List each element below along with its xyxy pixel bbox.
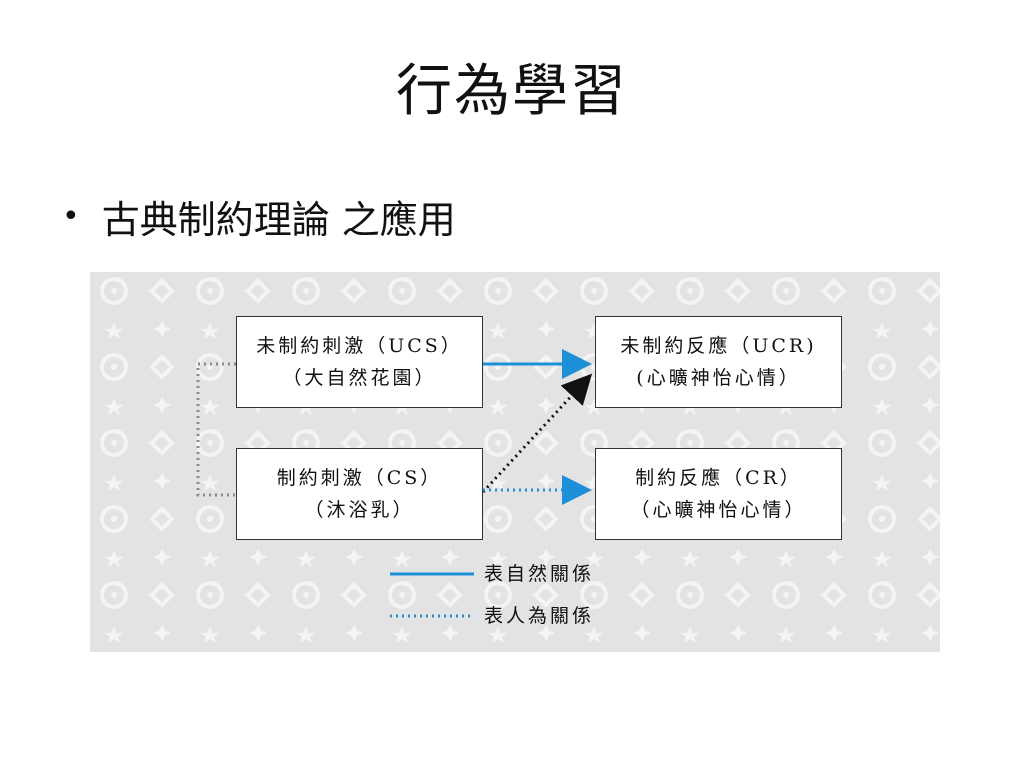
legend-natural-label: 表自然關係: [484, 563, 595, 585]
node-ucs-line2: （大自然花園）: [282, 367, 437, 389]
slide-title: 行為學習: [396, 59, 628, 124]
node-ucs-line1: 未制約刺激（UCS）: [256, 335, 463, 357]
node-ucr-line2: (心曠神怡心情）: [636, 367, 801, 389]
cs-to-ucr-arrow: [481, 373, 593, 494]
arrows-layer: [196, 349, 593, 618]
bullet-dot-icon: •: [62, 198, 80, 234]
node-cs: 制約刺激（CS） （沐浴乳）: [236, 448, 483, 540]
node-cr-line2: （心曠神怡心情）: [630, 499, 807, 521]
node-cs-line2: （沐浴乳）: [304, 499, 415, 521]
node-cs-line1: 制約刺激（CS）: [276, 467, 443, 489]
node-ucr-line1: 未制約反應（UCR): [620, 335, 817, 357]
node-ucs: 未制約刺激（UCS） （大自然花園）: [236, 316, 483, 408]
node-ucr: 未制約反應（UCR) (心曠神怡心情）: [595, 316, 842, 408]
pairing-bracket: [196, 362, 236, 497]
conditioning-diagram: 未制約刺激（UCS） （大自然花園） 未制約反應（UCR) (心曠神怡心情） 制…: [90, 272, 940, 652]
legend-artificial-label: 表人為關係: [484, 605, 595, 627]
bullet-text: 古典制約理論 之應用: [101, 197, 456, 242]
node-cr: 制約反應（CR） （心曠神怡心情）: [595, 448, 842, 540]
bullet-item: • 古典制約理論 之應用: [62, 186, 456, 246]
node-cr-line1: 制約反應（CR）: [635, 467, 802, 489]
